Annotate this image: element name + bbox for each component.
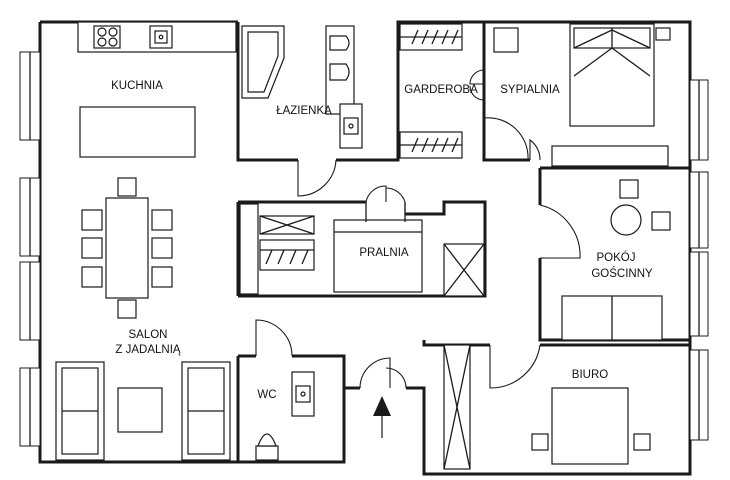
shelf <box>239 203 259 295</box>
bedroom-furniture <box>493 23 671 167</box>
room-label-living-line1: SALON <box>129 329 168 341</box>
room-label-guest-line2: GOŚCINNY <box>591 267 653 280</box>
door-icon <box>539 204 581 259</box>
chair-icon <box>151 266 173 288</box>
entrance-arrow-icon <box>373 396 391 438</box>
room-label-wardrobe: GARDEROBA <box>404 84 478 96</box>
guest-room-furniture <box>539 179 671 341</box>
hangers-icon <box>265 249 309 265</box>
chair-icon <box>117 177 137 197</box>
room-label-living-line2: Z JADALNIĄ <box>115 344 181 356</box>
nightstand-icon <box>655 27 671 41</box>
room-label-laundry: PRALNIA <box>359 247 409 259</box>
room-label-wc: WC <box>257 389 276 401</box>
living-furniture <box>55 361 231 461</box>
toilet-icon <box>255 445 279 461</box>
room-label-office: BIURO <box>572 369 608 381</box>
chair-icon <box>651 211 671 231</box>
door-icon <box>483 117 529 161</box>
door-icon <box>365 185 406 214</box>
door-icon <box>297 159 337 197</box>
hangers-icon <box>411 29 459 45</box>
coffee-table <box>117 387 163 433</box>
kitchen-furniture <box>77 21 237 158</box>
wc-fixtures <box>255 319 315 461</box>
chair-icon <box>81 266 103 288</box>
chair-icon <box>619 179 639 199</box>
bidet-icon <box>329 63 350 81</box>
dining-set <box>81 177 173 319</box>
wardrobe-closets <box>399 23 529 161</box>
door-icon <box>529 138 541 161</box>
toilet-icon <box>329 35 350 51</box>
kitchen-island <box>79 106 196 158</box>
nightstand-icon <box>493 27 519 53</box>
room-label-bedroom: SYPIALNIA <box>500 84 560 96</box>
hangers-icon <box>411 137 459 153</box>
room-labels: KUCHNIA ŁAZIENKA GARDEROBA SYPIALNIA PRA… <box>111 80 653 401</box>
chair-icon <box>81 209 103 231</box>
chair-icon <box>633 433 651 451</box>
door-icon <box>359 357 391 389</box>
bedroom-dresser <box>551 145 669 167</box>
round-table <box>610 204 642 236</box>
dining-table <box>105 197 149 299</box>
office-desk <box>551 387 629 465</box>
laundry-fixtures <box>239 185 485 297</box>
chair-icon <box>151 209 173 231</box>
chair-icon <box>81 237 103 259</box>
door-icon <box>255 319 293 357</box>
windows <box>19 51 709 447</box>
chair-icon <box>117 299 137 319</box>
room-label-bathroom: ŁAZIENKA <box>276 105 332 117</box>
chair-icon <box>531 433 549 451</box>
entrance <box>359 357 407 438</box>
room-label-guest-line1: POKÓJ <box>597 251 636 264</box>
chair-icon <box>151 237 173 259</box>
office-furniture <box>443 344 651 470</box>
door-icon <box>469 69 485 101</box>
bathroom-fixtures <box>241 25 363 197</box>
door-icon <box>489 344 541 389</box>
room-label-kitchen: KUCHNIA <box>111 80 163 92</box>
